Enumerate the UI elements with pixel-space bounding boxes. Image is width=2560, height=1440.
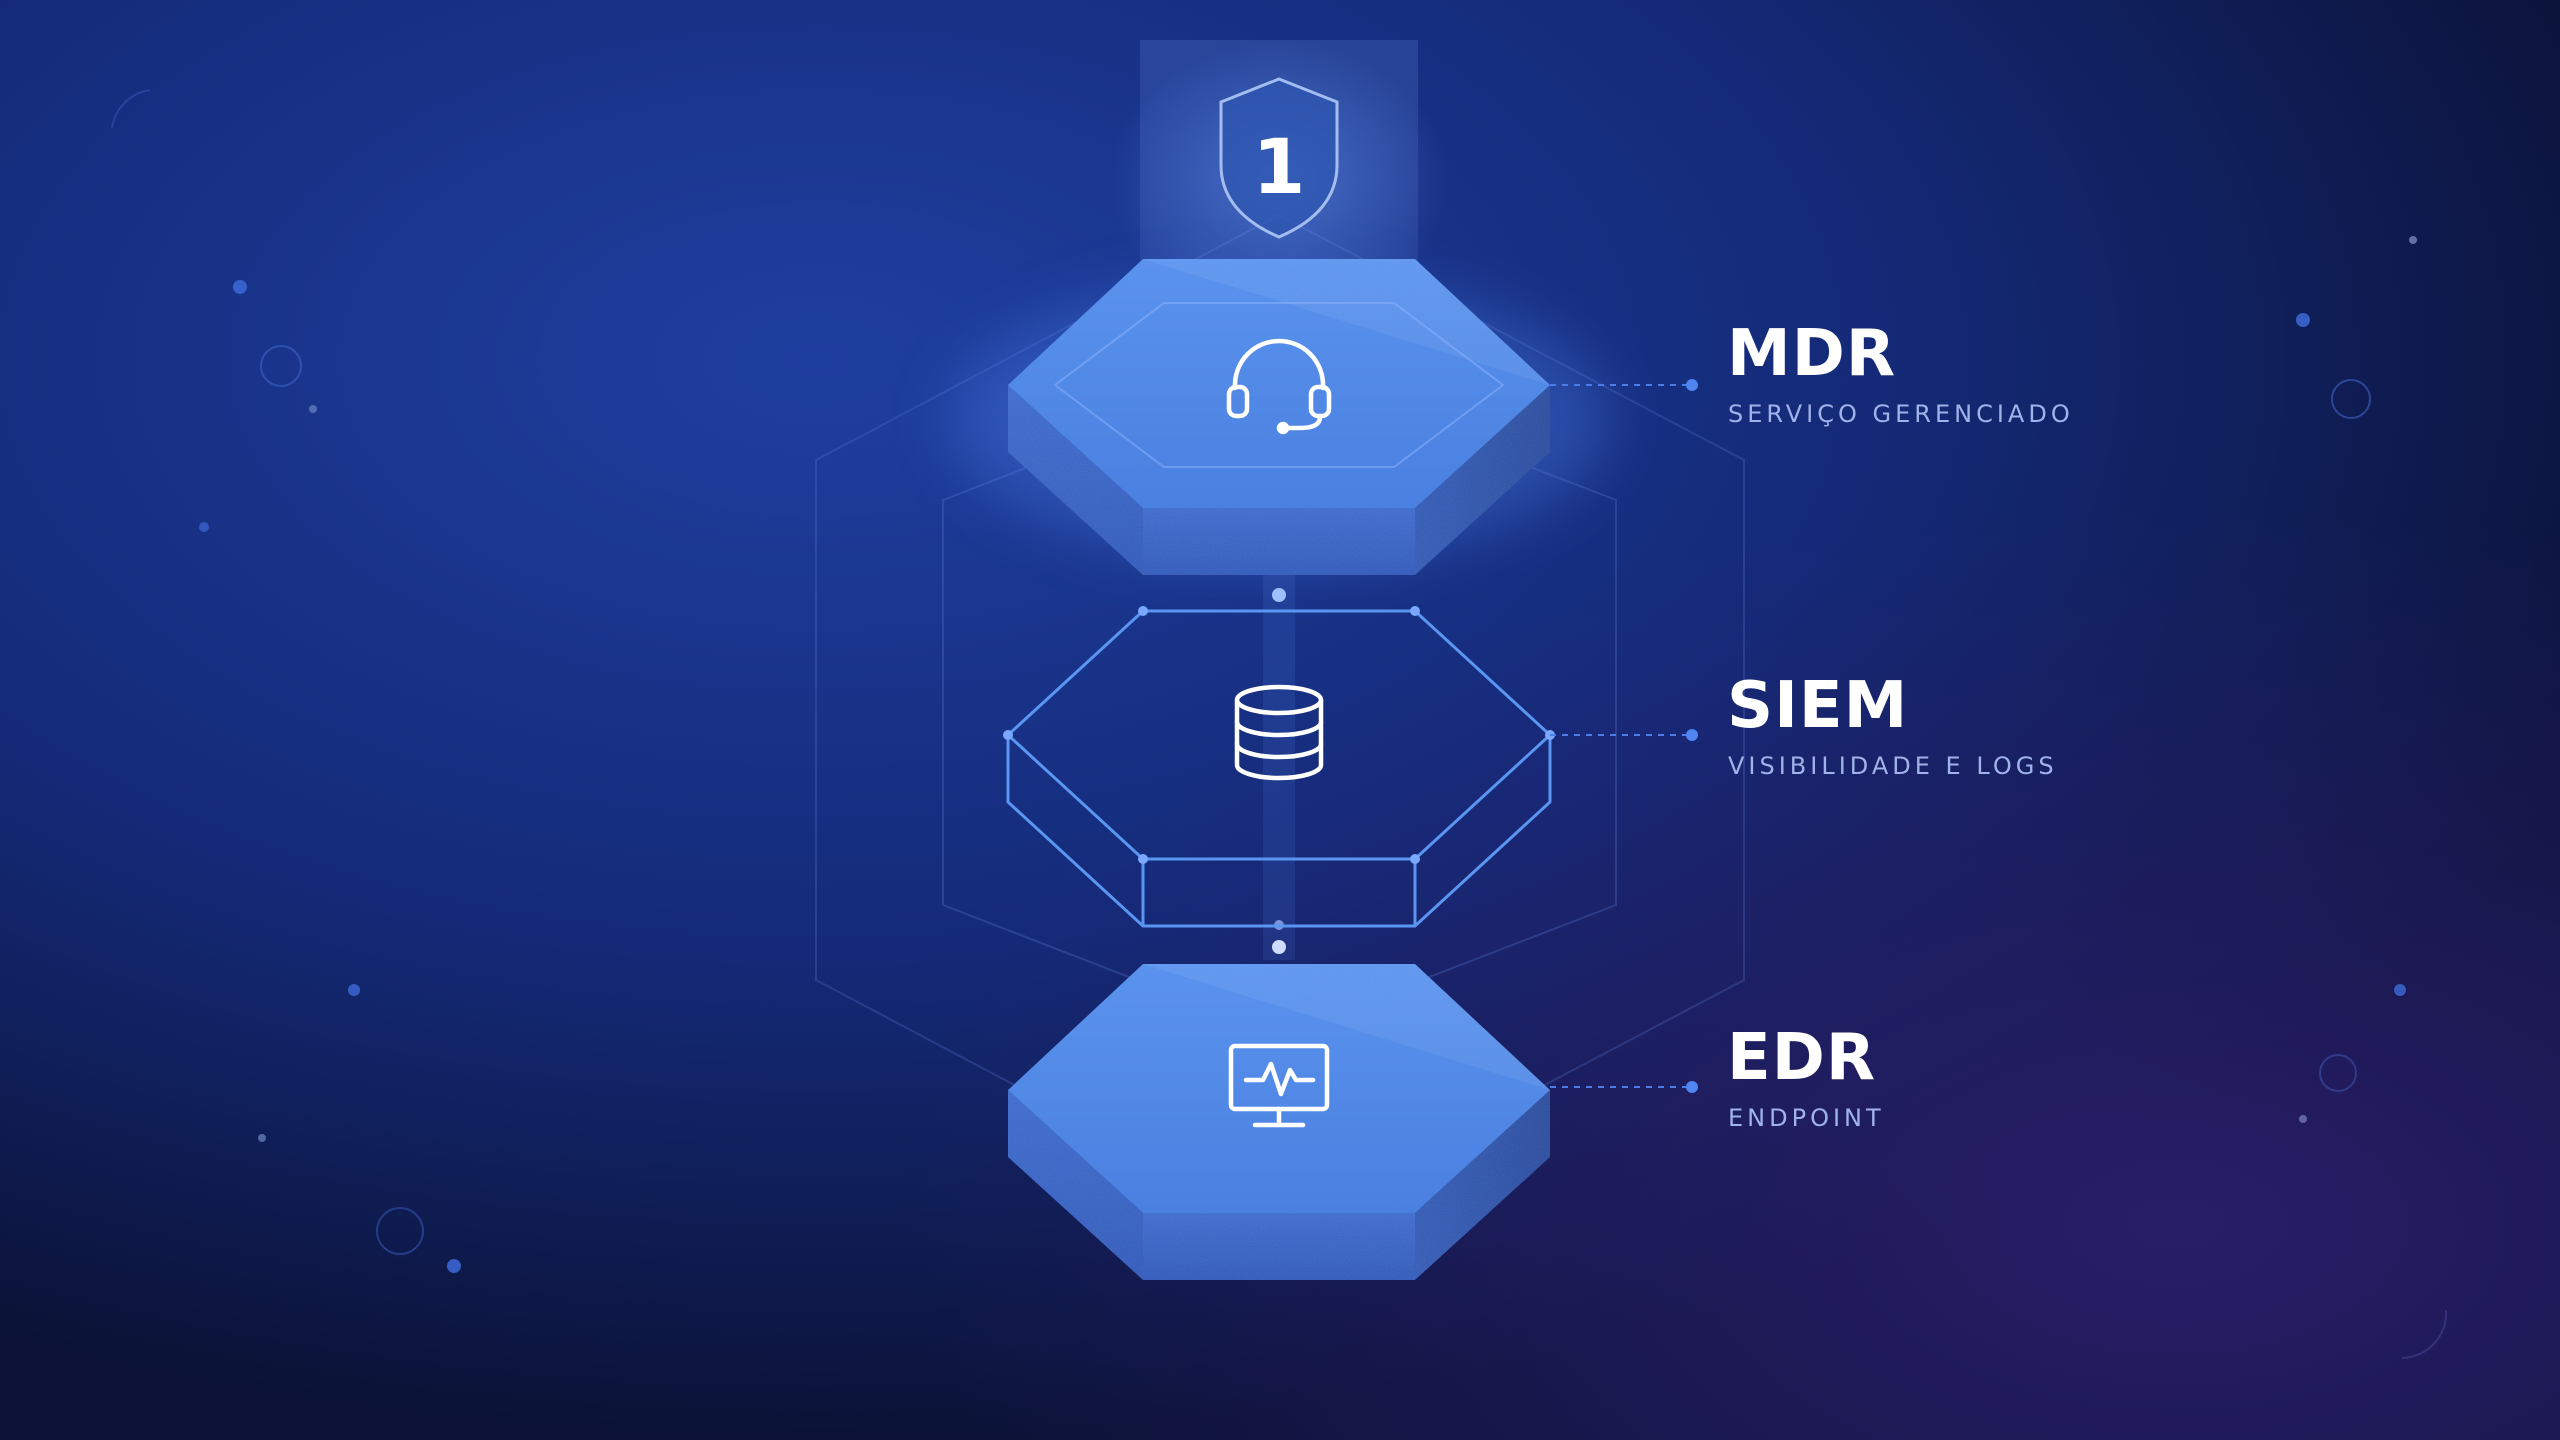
layer-siem [1003,606,1555,928]
siem-bottom-edge [1006,735,1552,928]
mdr-inner-outline [1053,302,1505,468]
leader-dot [1686,379,1698,391]
particle [447,1259,461,1273]
layer-edr [1008,964,1550,1280]
monitor-heartbeat-icon [1228,1043,1330,1128]
particle [2299,1115,2307,1123]
database-icon [1234,684,1324,781]
label-edr-title: EDR [1727,1021,1876,1095]
leader-dot [1686,729,1698,741]
particle [2296,313,2310,327]
decorative-particles [111,89,2448,1359]
particle [258,1134,266,1142]
particle [199,522,209,532]
leader-dots [1686,379,1698,1093]
label-mdr-title: MDR [1727,317,1896,391]
particle [2319,1054,2357,1092]
label-siem-subtitle: VISIBILIDADE E LOGS [1728,752,2058,780]
particle [2409,236,2417,244]
layer-mdr [1008,259,1550,575]
siem-vertex-dots [1003,606,1555,864]
mdr-texture [1008,259,1550,575]
particle [2331,379,2371,419]
particle-arc [111,89,151,129]
label-mdr-subtitle: SERVIÇO GERENCIADO [1728,400,2074,428]
connector-dot [1272,940,1286,954]
connector-dot [1272,588,1286,602]
shield-badge: 1 [1219,77,1339,239]
particle [2394,984,2406,996]
headset-icon [1226,338,1332,435]
layer-labels: MDR SERVIÇO GERENCIADO SIEM VISIBILIDADE… [1727,317,2074,1132]
particle-arc [2401,1309,2448,1359]
particle [309,405,317,413]
particle [348,984,360,996]
center-axis [1263,560,1295,960]
particle [376,1207,424,1255]
particle [233,280,247,294]
edr-texture [1008,964,1550,1280]
label-edr-subtitle: ENDPOINT [1728,1104,1885,1132]
badge-number: 1 [1253,122,1306,211]
shield-icon [1219,77,1339,239]
particle [260,345,302,387]
label-siem-title: SIEM [1727,669,1908,743]
leader-dot [1686,1081,1698,1093]
